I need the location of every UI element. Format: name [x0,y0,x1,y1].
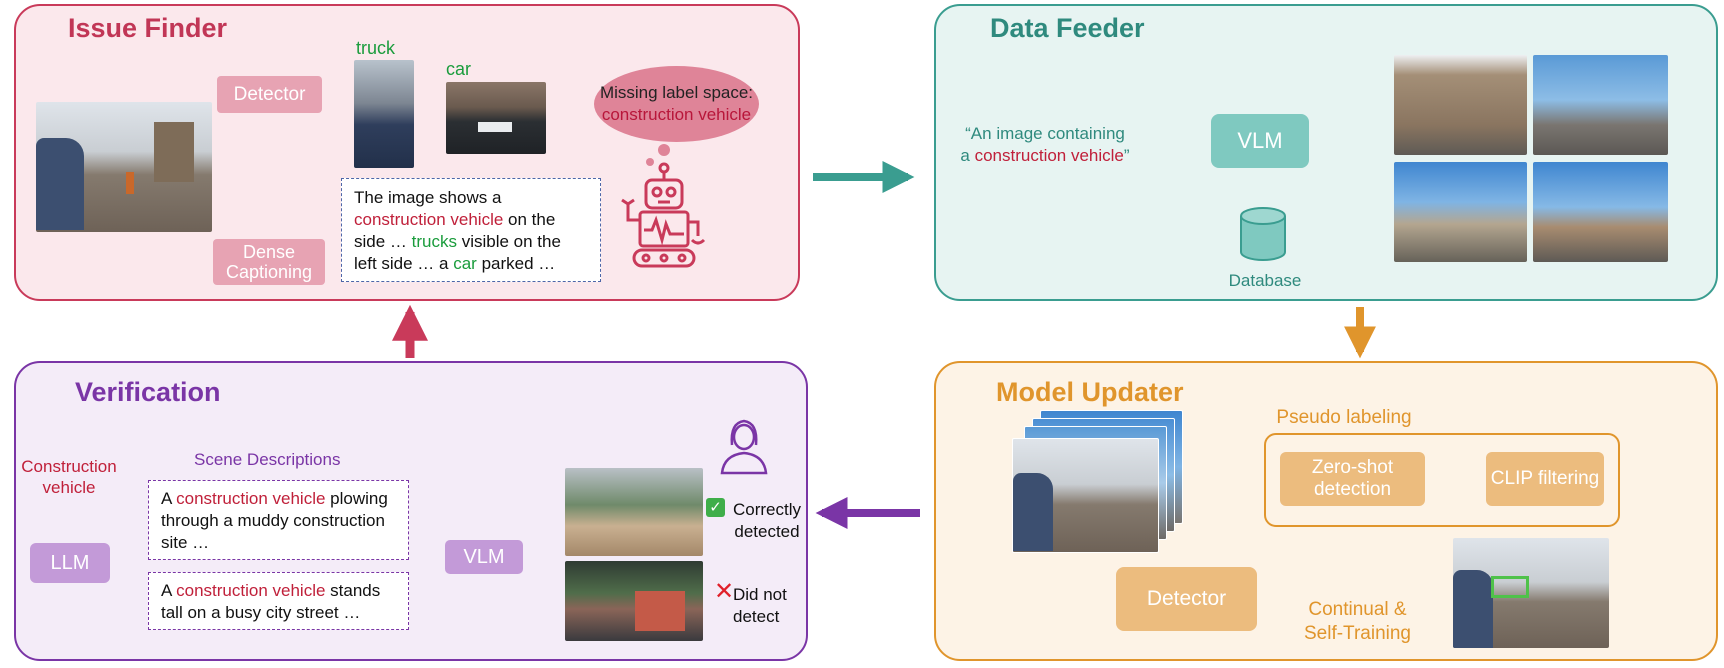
pseudo-labeled-image [1453,538,1609,648]
clip-filtering-box: CLIP filtering [1486,452,1604,506]
issue-finder-title: Issue Finder [68,13,228,43]
dashcam-photo [36,102,212,232]
generated-image-1 [565,468,703,556]
detector-box: Detector [217,76,322,113]
updater-detector-box: Detector [1116,567,1257,631]
scene-descriptions-label: Scene Descriptions [194,450,341,469]
thought-bubble: Missing label space: construction vehicl… [594,66,759,142]
construction-vehicle-label: Construction vehicle [21,457,117,497]
car-label: car [446,59,472,79]
car-crop-photo [446,82,546,154]
pseudo-labeling-label: Pseudo labeling [1276,407,1412,428]
feeder-vlm-box: VLM [1211,114,1309,168]
robot-icon [621,162,706,268]
database-label: Database [1228,271,1302,290]
truck-crop-photo [354,60,414,168]
image-stack-front [1012,438,1159,553]
model-updater-title: Model Updater [996,377,1184,407]
did-not-detect-label: Did not detect [733,585,787,626]
verification-vlm-box: VLM [445,540,523,574]
llm-box: LLM [30,543,110,583]
database-icon [1240,207,1286,261]
retrieved-image-3 [1394,162,1527,262]
description-box-2: A construction vehicle stands tall on a … [148,572,409,630]
caption-box: The image shows a construction vehicle o… [341,178,601,282]
retrieved-image-2 [1533,55,1668,155]
correctly-detected-label: Correctly detected [732,500,801,541]
person-icon [720,419,768,475]
truck-label: truck [356,38,396,58]
verification-title: Verification [75,377,221,407]
generated-image-2 [565,561,703,641]
dense-captioning-box: Dense Captioning [213,239,325,285]
continual-self-training-label: Continual & Self-Training [1303,599,1411,644]
pseudo-labeling-box [1264,433,1620,527]
text-prompt: “An image containing a construction vehi… [960,124,1130,165]
cross-icon: ✕ [714,578,735,605]
data-feeder-title: Data Feeder [990,13,1145,43]
bounding-box [1491,576,1529,598]
check-icon: ✓ [706,498,725,517]
retrieved-image-1 [1394,55,1527,155]
retrieved-image-4 [1533,162,1668,262]
zero-shot-detection-box: Zero-shot detection [1280,452,1425,506]
description-box-1: A construction vehicle plowing through a… [148,480,409,560]
